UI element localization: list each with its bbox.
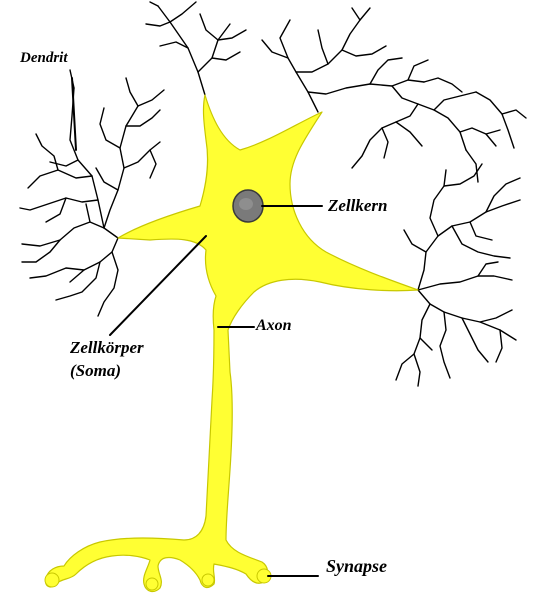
label-axon: Axon [256, 316, 292, 336]
dendrite-upper-right [262, 8, 526, 182]
dendrite-left [20, 70, 118, 316]
dendrite-right [396, 164, 520, 386]
synapse-bulb-mid-left [146, 578, 158, 590]
label-zellkoerper: Zellkörper (Soma) [70, 336, 144, 382]
label-zellkoerper-line2: (Soma) [70, 359, 144, 382]
dendrite-upper-left [96, 78, 164, 228]
nucleus [233, 190, 263, 222]
label-synapse: Synapse [326, 556, 387, 576]
label-dendrit: Dendrit [20, 48, 68, 68]
label-zellkoerper-line1: Zellkörper [70, 336, 144, 359]
label-zellkern: Zellkern [328, 196, 388, 216]
synapse-bulb-mid-right [202, 574, 214, 586]
leader-line-zellkoerper [110, 236, 206, 335]
synapse-bulb-left [45, 573, 59, 587]
dendrite-top [146, 2, 246, 95]
